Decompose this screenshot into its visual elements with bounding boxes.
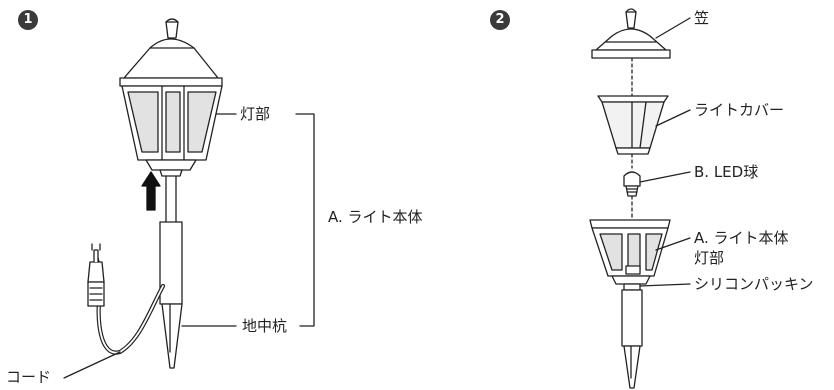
- label-cap: 笠: [694, 9, 710, 27]
- step1-badge: 1: [18, 10, 38, 30]
- label-lamp-head: 灯部: [240, 105, 271, 123]
- label-led-bulb: B. LED球: [694, 163, 759, 181]
- label-light-body-2: A. ライト本体: [694, 229, 789, 247]
- label-cord: コード: [6, 368, 52, 386]
- step2-cap: [591, 8, 671, 59]
- label-light-cover: ライトカバー: [694, 101, 785, 119]
- label-ground-stake: 地中杭: [242, 317, 288, 335]
- step2-cover: [597, 95, 669, 155]
- assembly-arrow-icon: [141, 171, 161, 211]
- step2-badge: 2: [490, 10, 510, 30]
- step1-lamp-assembled: [87, 18, 223, 369]
- label-lamp-head-2: 灯部: [694, 249, 725, 267]
- step2-led-bulb: [623, 171, 641, 197]
- label-silicone-gasket: シリコンパッキン: [694, 275, 814, 293]
- step2-lamp-body: [589, 219, 671, 389]
- label-light-body: A. ライト本体: [328, 208, 423, 226]
